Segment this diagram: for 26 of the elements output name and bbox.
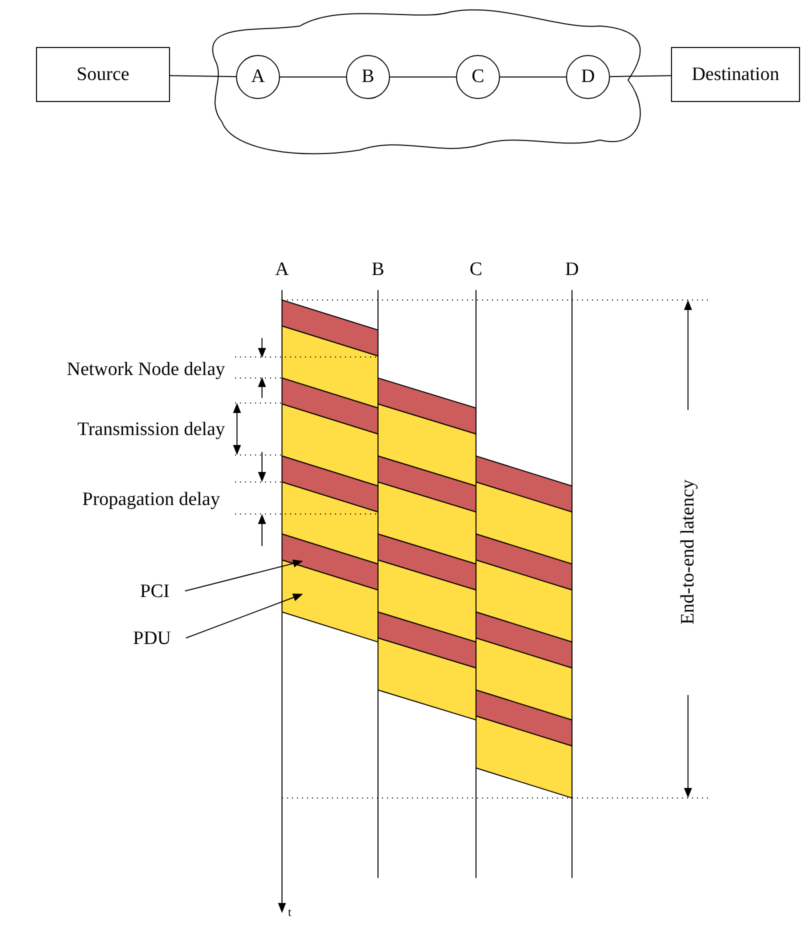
delay-label: Transmission delay	[77, 420, 225, 439]
callout-label: PDU	[133, 627, 183, 649]
destination-box: Destination	[671, 47, 800, 102]
latency-label: End-to-end latency	[678, 479, 698, 625]
column-heading: C	[470, 260, 482, 279]
network-node-circle: A	[236, 55, 280, 99]
source-box: Source	[36, 47, 170, 102]
pdu-band	[282, 559, 378, 643]
network-node-circle: B	[346, 55, 390, 99]
delay-label: Network Node delay	[66, 360, 225, 379]
leader-line	[186, 594, 303, 638]
delay-label: Propagation delay	[82, 490, 220, 509]
network-node-circle: C	[456, 55, 500, 99]
connector-line	[500, 76, 566, 78]
leader-line	[184, 560, 303, 592]
column-heading: A	[275, 260, 289, 279]
connector-line	[170, 75, 236, 78]
pci-band	[282, 533, 378, 591]
network-node-circle: D	[566, 55, 610, 99]
time-axis-label: t	[288, 906, 292, 918]
column-heading: B	[372, 260, 384, 279]
column-heading: D	[565, 260, 579, 279]
connector-line	[280, 76, 346, 78]
connector-line	[390, 76, 456, 78]
connector-line	[610, 75, 672, 78]
callout-label: PCI	[140, 580, 182, 602]
